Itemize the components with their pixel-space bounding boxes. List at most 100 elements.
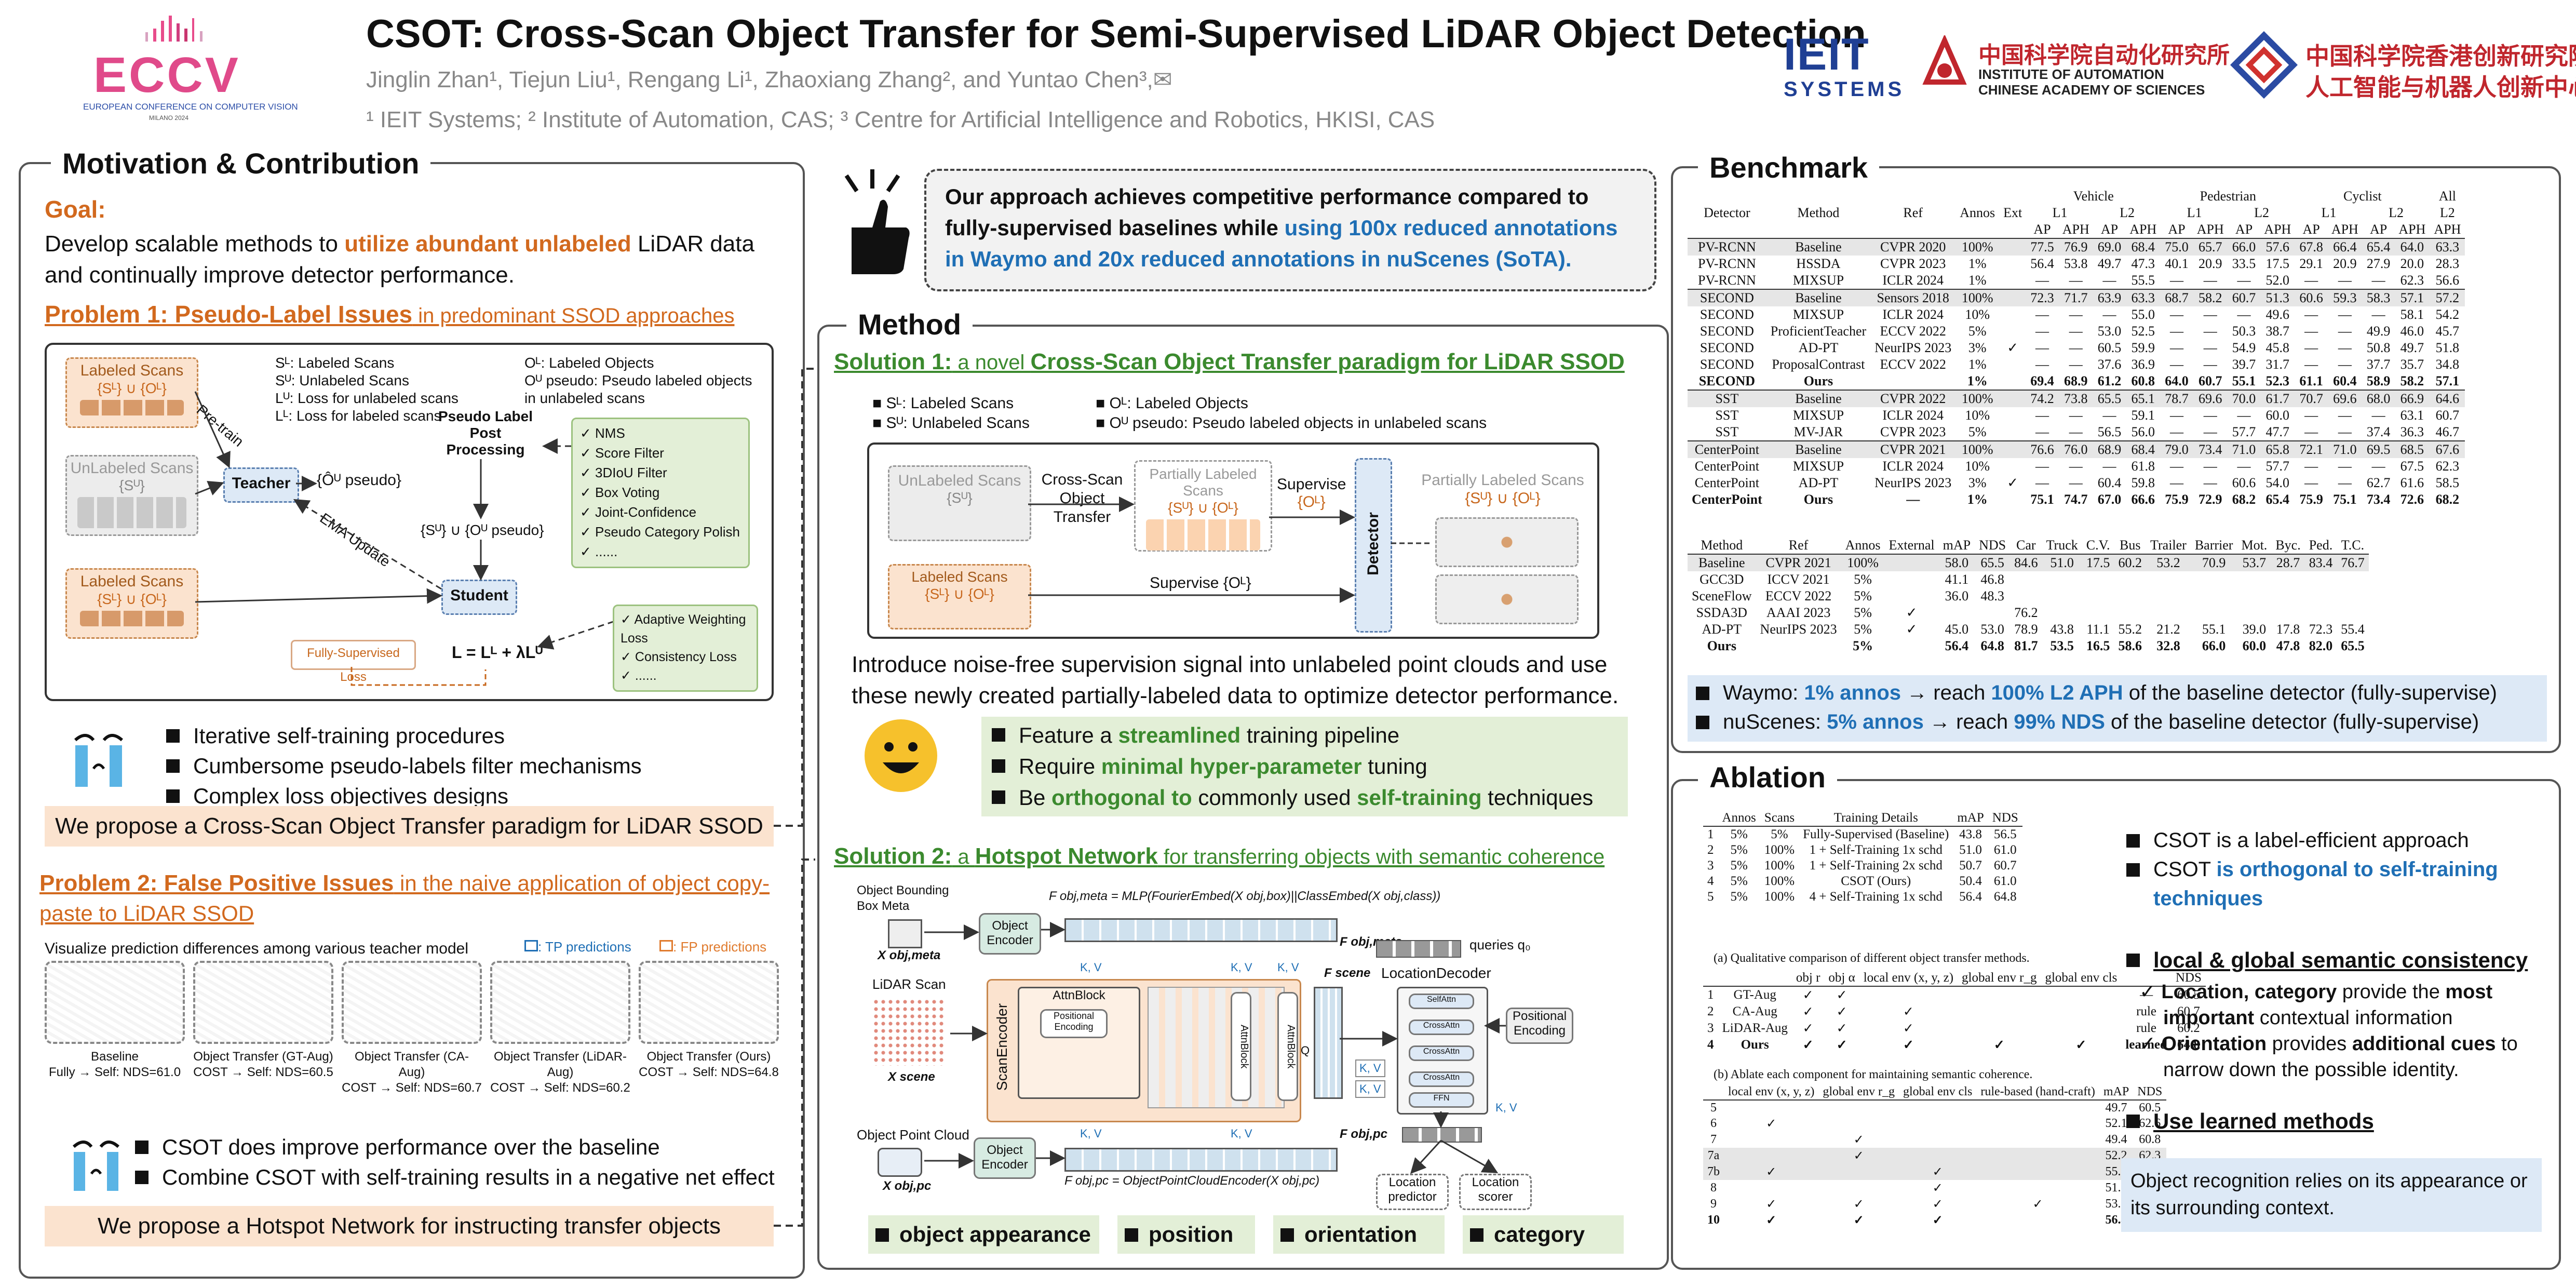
pos-encoding-node: Positional Encoding: [1040, 1009, 1108, 1038]
consistency-item: ✓ Location, category provide the most im…: [2139, 981, 2493, 1029]
table-cell: 65.4: [2265, 492, 2290, 507]
table-cell: [2271, 588, 2304, 605]
table-cell: 60.2: [2114, 554, 2147, 571]
table-cell: CVPR 2022: [1870, 390, 1956, 407]
table-cell: 10%: [1965, 307, 1990, 322]
table-cell: ✓: [1836, 988, 1847, 1002]
ieit-logo: IEIT SYSTEMS: [1784, 30, 1901, 104]
table-header-cell: APH: [2394, 221, 2430, 239]
f-pc-label: F obj,pc: [1340, 1127, 1387, 1141]
filter-item: ✓ ......: [580, 544, 618, 559]
table-cell: 75.0: [2161, 238, 2193, 256]
table-cell: 17.5: [2082, 554, 2114, 571]
table-cell: 41.1: [1945, 572, 1969, 587]
table-cell: 76.2: [2014, 605, 2038, 620]
table-cell: 72.9: [2199, 492, 2222, 507]
table-header-cell: global env cls: [1899, 1084, 1977, 1101]
table-cell: 56.5: [2097, 424, 2122, 439]
ieit-wordmark: IEIT: [1784, 30, 1870, 79]
filter-item: ✓ NMS: [580, 425, 625, 441]
table-cell: 20.9: [2199, 256, 2222, 271]
table-cell: 58.9: [2366, 373, 2391, 388]
connector-lines: [774, 368, 815, 1227]
table-cell: 66.6: [2131, 492, 2155, 507]
table-row: 8✓51.662.0: [1703, 1180, 2166, 1196]
table-header-cell: APH: [2192, 221, 2228, 239]
table-cell: 54.2: [2435, 307, 2460, 322]
table-cell: 4 + Self-Training 1x schd: [1809, 890, 1943, 904]
table-cell: —: [2371, 408, 2385, 423]
table-cell: 60.6: [2232, 475, 2256, 490]
table-cell: 2: [1707, 843, 1714, 857]
table-cell: —: [2338, 459, 2352, 474]
ablation-title: Ablation: [1698, 760, 1837, 794]
table-cell: [1975, 605, 2010, 621]
table-cell: 59.8: [2131, 475, 2155, 490]
legend-item: Sᴸ: Labeled Scans: [275, 355, 395, 371]
ffn-node: FFN: [1409, 1092, 1474, 1108]
table-cell: ✓: [1903, 1022, 1914, 1036]
problem2-conclusion: We propose a Hotspot Network for instruc…: [45, 1206, 774, 1246]
ablation-bullet: CSOT is a label-efficient approach: [2126, 826, 2552, 855]
table-header-cell: AP: [2026, 221, 2058, 239]
table-cell: [1999, 407, 2026, 424]
table-cell: [1859, 986, 1958, 1003]
table-cell: [1870, 373, 1955, 390]
table-cell: 75.1: [2030, 492, 2054, 507]
problem1-legend: Sᴸ: Labeled Scans Sᵁ: Unlabeled Scans Lᵁ…: [275, 354, 458, 425]
table-cell: 5%: [1968, 424, 1987, 439]
table-cell: ECCV 2022: [1765, 588, 1832, 603]
table-cell: 53.2: [2146, 554, 2191, 571]
table-cell: 49.4: [2105, 1133, 2127, 1146]
table-cell: SECOND: [1700, 340, 1754, 355]
table-cell: [2041, 986, 2121, 1003]
table-cell: 32.8: [2156, 638, 2180, 653]
table-cell: [1999, 306, 2026, 323]
table-cell: —: [2035, 273, 2049, 288]
problem1-title-sub: in predominant SSOD approaches: [412, 304, 735, 327]
table-cell: ✓: [2032, 1198, 2043, 1211]
table-cell: —: [2170, 324, 2184, 339]
labeled-scans-set: {Sᴸ} ∪ {Oᴸ}: [97, 380, 167, 396]
table-cell: —: [2203, 340, 2217, 355]
loss-formula: L = Lᴸ + λLᵁ: [452, 643, 543, 662]
table-cell: 5%: [1730, 890, 1748, 904]
table-cell: [1885, 638, 1939, 654]
table-cell: rule: [2136, 1004, 2157, 1018]
table-cell: 61.8: [2131, 459, 2155, 474]
solution2-arrows: [924, 922, 1506, 1174]
table-cell: [1885, 571, 1939, 588]
table-cell: 76.0: [2058, 440, 2094, 458]
table-cell: 82.0: [2309, 638, 2333, 653]
table-cell: 64.0: [2394, 238, 2430, 256]
table-cell: 69.0: [2093, 238, 2126, 256]
table-cell: —: [2203, 324, 2217, 339]
table-cell: 27.9: [2366, 256, 2391, 271]
casia-name-cn: 中国科学院自动化研究所: [1978, 43, 2230, 68]
table-cell: [2191, 571, 2237, 588]
table-header-cell: AP: [2362, 221, 2395, 239]
table-cell: ✓: [1836, 1038, 1847, 1052]
location-scorer: Location scorer: [1459, 1174, 1532, 1210]
table-cell: 61.1: [2299, 373, 2323, 388]
table-cell: [1999, 356, 2026, 373]
table-cell: 7: [1710, 1133, 1717, 1146]
table-cell: 35.7: [2400, 357, 2424, 372]
table-cell: [1899, 1116, 1976, 1132]
table-cell: 1%: [1968, 357, 1987, 372]
table-cell: [2114, 605, 2147, 621]
table-cell: ICLR 2024: [1882, 273, 1944, 288]
goal-text-pre: Develop scalable methods to: [45, 231, 345, 257]
ablation-table-3-caption: (b) Ablate each component for maintainin…: [1714, 1068, 2033, 1081]
table-cell: 1%: [1967, 492, 1988, 507]
table-cell: 70.7: [2295, 390, 2327, 407]
consistency-items: ✓ Location, category provide the most im…: [2134, 979, 2555, 1083]
